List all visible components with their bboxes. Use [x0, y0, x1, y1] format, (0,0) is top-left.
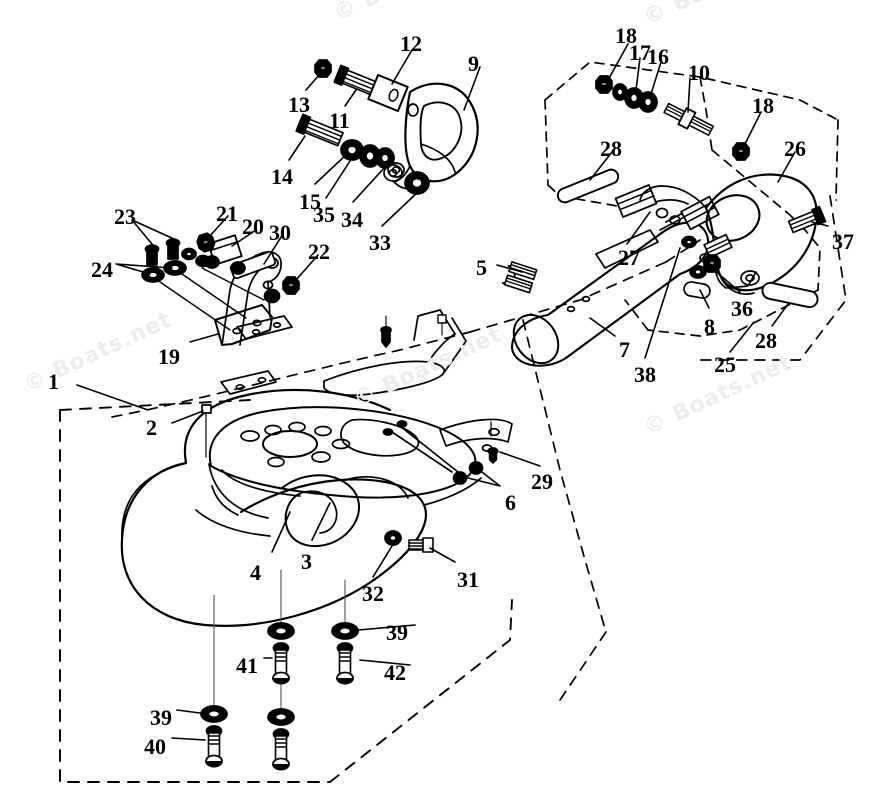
callout-number-12: 12: [400, 31, 422, 56]
callout-number-25: 25: [714, 352, 736, 377]
callout-number-38: 38: [634, 362, 656, 387]
callout-number-39: 39: [386, 620, 408, 645]
callout-number-11: 11: [329, 108, 350, 133]
callout-number-36: 36: [731, 296, 753, 321]
callout-number-18: 18: [615, 23, 637, 48]
callout-number-28: 28: [600, 136, 622, 161]
callout-number-34: 34: [341, 207, 363, 232]
callout-number-28: 28: [755, 328, 777, 353]
callout-number-29: 29: [531, 469, 553, 494]
callout-number-39: 39: [150, 705, 172, 730]
callout-number-6: 6: [505, 490, 516, 515]
callout-number-9: 9: [468, 51, 479, 76]
callout-number-3: 3: [301, 549, 312, 574]
callout-number-37: 37: [832, 229, 854, 254]
callout-number-40: 40: [144, 734, 166, 759]
callout-number-17: 17: [629, 40, 651, 65]
callout-number-10: 10: [688, 60, 710, 85]
callout-number-4: 4: [250, 560, 261, 585]
callout-number-2: 2: [146, 415, 157, 440]
callout-number-13: 13: [288, 92, 310, 117]
callout-number-41: 41: [236, 653, 258, 678]
callout-number-5: 5: [476, 255, 487, 280]
callout-number-7: 7: [619, 337, 630, 362]
callout-number-8: 8: [704, 314, 715, 339]
callout-number-31: 31: [457, 567, 479, 592]
callout-number-16: 16: [647, 44, 669, 69]
callout-number-20: 20: [242, 214, 264, 239]
callout-number-14: 14: [271, 164, 293, 189]
callout-number-1: 1: [48, 369, 59, 394]
callout-number-24: 24: [91, 257, 113, 282]
callout-number-23: 23: [114, 204, 136, 229]
callout-number-33: 33: [369, 230, 391, 255]
callout-number-32: 32: [362, 581, 384, 606]
callout-number-18: 18: [752, 93, 774, 118]
callout-number-22: 22: [308, 239, 330, 264]
callout-number-27: 27: [618, 245, 640, 270]
callout-number-35: 35: [313, 202, 335, 227]
callout-number-21: 21: [216, 201, 238, 226]
callout-number-30: 30: [269, 220, 291, 245]
callout-number-26: 26: [784, 136, 806, 161]
callout-number-42: 42: [384, 660, 406, 685]
callout-number-19: 19: [158, 344, 180, 369]
callout-number-15: 15: [299, 189, 321, 214]
